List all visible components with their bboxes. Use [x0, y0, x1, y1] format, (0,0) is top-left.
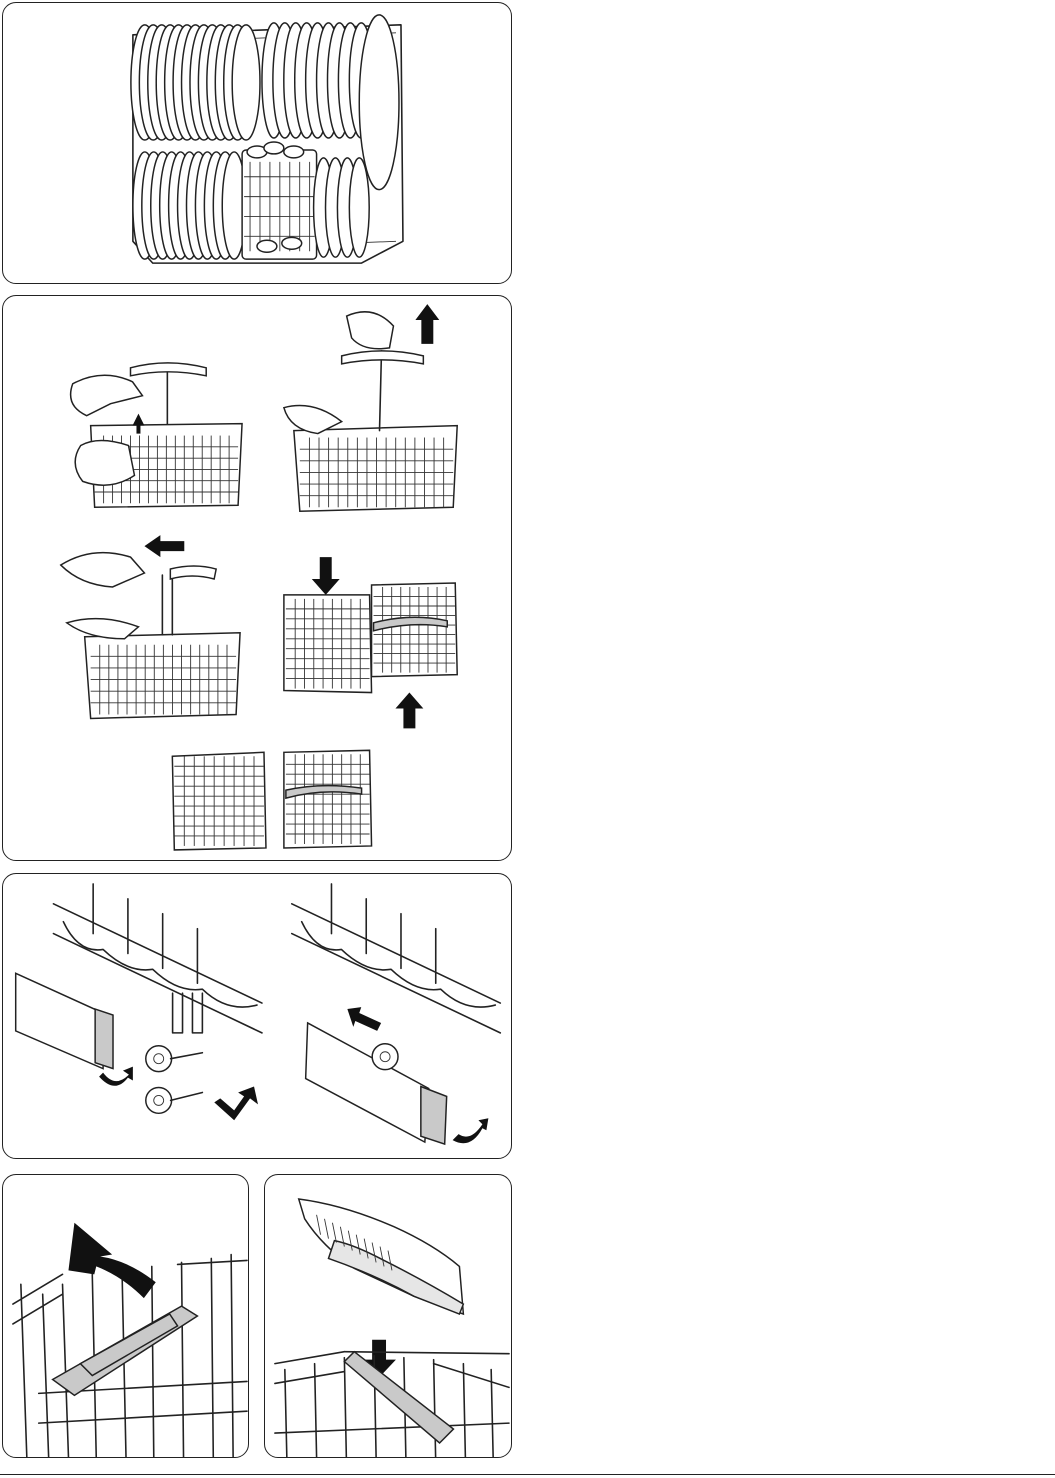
- wheel-icon: [372, 1044, 398, 1070]
- arrow-up-icon: [415, 304, 439, 344]
- loaded-rack-illustration: [2, 2, 512, 284]
- hand-icon: [347, 312, 394, 349]
- tray-insert-illustration: [264, 1174, 512, 1458]
- flap-fold-illustration: [2, 1174, 249, 1458]
- hand-icon: [71, 375, 143, 415]
- wheel-icon: [146, 1046, 203, 1114]
- plates-icon: [3, 3, 511, 283]
- arrow-left-icon: [347, 1007, 381, 1031]
- rack-flap-icon: [275, 1352, 509, 1457]
- basket-icon: [172, 750, 371, 850]
- plate: [349, 158, 369, 257]
- arrow-down-icon: [312, 557, 340, 595]
- plate: [232, 25, 260, 140]
- rotate-arrow-icon: [99, 1067, 133, 1086]
- rack-rail-icon: [16, 884, 262, 1069]
- rack-wheel-removal-illustration: [2, 873, 512, 1159]
- tray-icon: [299, 1199, 464, 1314]
- basket-icon: [284, 583, 457, 693]
- hand-icon: [61, 553, 145, 587]
- basket-icon: [85, 566, 240, 718]
- rotate-arrow-icon: [453, 1118, 489, 1143]
- arrow-left-icon: [144, 535, 184, 557]
- rotate-arrow-icon: [214, 1087, 258, 1121]
- footer-rule: [0, 1474, 1055, 1475]
- curved-arrow-icon: [68, 1223, 155, 1298]
- cutlery-basket-icon: [242, 142, 316, 259]
- hand-icon: [67, 619, 139, 639]
- arrow-up-icon: [395, 693, 423, 729]
- rack-rail-icon: [292, 884, 501, 1144]
- hand-icon: [75, 441, 134, 486]
- cutlery-basket-steps-illustration: [2, 295, 512, 861]
